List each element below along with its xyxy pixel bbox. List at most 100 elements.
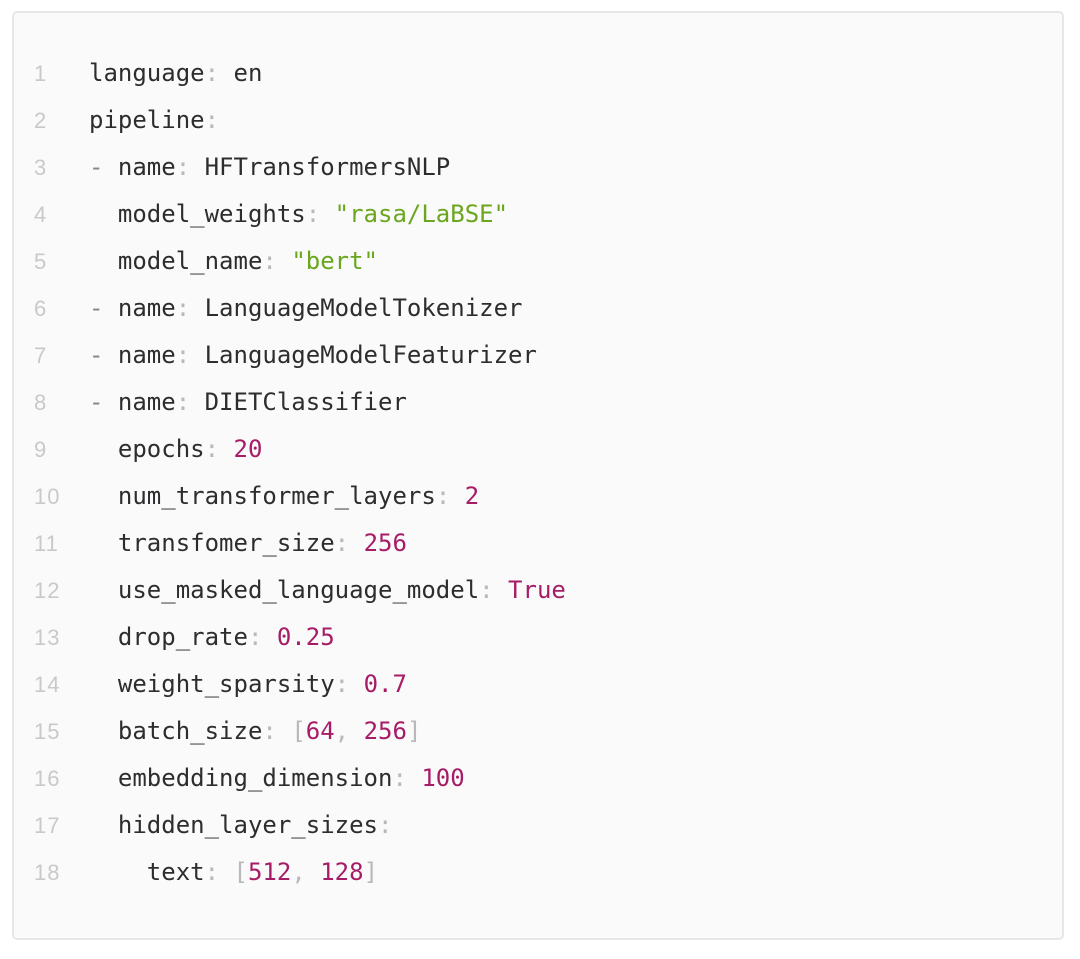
code-line: 14 weight_sparsity: 0.7 bbox=[34, 661, 1042, 708]
code-token-num: 0.25 bbox=[276, 623, 335, 651]
code-token-punct: : bbox=[262, 247, 277, 275]
code-token-plain bbox=[89, 670, 118, 698]
code-token-plain bbox=[89, 576, 118, 604]
code-token-plain bbox=[277, 247, 291, 275]
line-number: 11 bbox=[34, 531, 59, 556]
code-line-content: - name: LanguageModelTokenizer bbox=[89, 285, 1042, 332]
code-token-punct: ] bbox=[363, 858, 379, 886]
code-line-content: batch_size: [64, 256] bbox=[89, 708, 1042, 755]
code-token-plain bbox=[262, 623, 276, 651]
code-token-key: name bbox=[117, 341, 176, 369]
code-token-plain bbox=[349, 529, 363, 557]
code-line-content: use_masked_language_model: True bbox=[89, 567, 1042, 614]
code-token-plain bbox=[89, 247, 118, 275]
code-token-plain bbox=[89, 529, 118, 557]
code-line: 6 - name: LanguageModelTokenizer bbox=[34, 285, 1042, 332]
code-token-dash: - bbox=[89, 153, 118, 181]
code-line: 9 epochs: 20 bbox=[34, 426, 1042, 473]
code-token-key: num_transformer_layers bbox=[117, 482, 436, 510]
line-number: 17 bbox=[34, 813, 61, 838]
code-token-key: model_weights bbox=[117, 200, 306, 228]
code-line-content: - name: DIETClassifier bbox=[89, 379, 1042, 426]
code-token-num: 20 bbox=[233, 435, 263, 463]
code-token-punct: : bbox=[175, 153, 191, 181]
code-token-dash: - bbox=[89, 294, 118, 322]
code-line: 3- name: HFTransformersNLP bbox=[34, 144, 1042, 191]
code-token-punct: : bbox=[262, 717, 277, 745]
code-token-plain bbox=[306, 858, 320, 886]
code-line: 7 - name: LanguageModelFeaturizer bbox=[34, 332, 1042, 379]
code-token-punct: ] bbox=[406, 717, 422, 745]
code-token-key: epochs bbox=[117, 435, 205, 463]
code-token-key: text bbox=[146, 858, 205, 886]
code-token-punct: [ bbox=[233, 858, 248, 886]
code-token-plain bbox=[277, 717, 291, 745]
code-line-content: model_name: "bert" bbox=[89, 238, 1042, 285]
code-line-content: - name: LanguageModelFeaturizer bbox=[89, 332, 1042, 379]
line-number: 4 bbox=[34, 202, 48, 227]
line-number: 6 bbox=[34, 296, 48, 321]
code-token-plain bbox=[219, 435, 233, 463]
code-token-plain: en bbox=[219, 59, 263, 87]
line-number: 14 bbox=[34, 672, 61, 697]
code-token-key: name bbox=[117, 294, 176, 322]
code-token-num: 256 bbox=[363, 529, 407, 557]
code-token-plain: LanguageModelFeaturizer bbox=[190, 341, 537, 369]
code-token-key: transfomer_size bbox=[117, 529, 335, 557]
line-number: 18 bbox=[34, 860, 61, 885]
code-token-key: batch_size bbox=[117, 717, 263, 745]
line-number: 7 bbox=[34, 343, 48, 368]
code-token-plain: LanguageModelTokenizer bbox=[190, 294, 523, 322]
code-token-key: use_masked_language_model bbox=[117, 576, 480, 604]
code-token-plain bbox=[89, 858, 147, 886]
code-token-key: hidden_layer_sizes bbox=[117, 811, 378, 839]
code-token-dash: - bbox=[89, 341, 118, 369]
code-line: 16 embedding_dimension: 100 bbox=[34, 755, 1042, 802]
code-token-punct: : bbox=[305, 200, 321, 228]
code-line-content: embedding_dimension: 100 bbox=[89, 755, 1042, 802]
code-line-content: language: en bbox=[89, 50, 1042, 97]
code-token-plain bbox=[320, 200, 334, 228]
code-token-key: language bbox=[89, 59, 205, 87]
code-line: 11 transfomer_size: 256 bbox=[34, 520, 1042, 567]
code-token-punct: : bbox=[435, 482, 451, 510]
code-line-content: transfomer_size: 256 bbox=[89, 520, 1042, 567]
code-line: 17 hidden_layer_sizes: bbox=[34, 802, 1042, 849]
line-number: 10 bbox=[34, 484, 61, 509]
code-token-punct: : bbox=[175, 388, 191, 416]
code-token-num: 256 bbox=[363, 717, 407, 745]
code-token-num: 128 bbox=[320, 858, 364, 886]
line-number: 2 bbox=[34, 108, 48, 133]
line-number: 15 bbox=[34, 719, 61, 744]
code-line: 4 model_weights: "rasa/LaBSE" bbox=[34, 191, 1042, 238]
code-token-plain bbox=[89, 482, 118, 510]
line-number: 8 bbox=[34, 390, 48, 415]
code-token-dash: - bbox=[89, 388, 118, 416]
code-line: 8 - name: DIETClassifier bbox=[34, 379, 1042, 426]
code-token-key: pipeline bbox=[89, 106, 205, 134]
code-token-plain bbox=[89, 623, 118, 651]
code-token-str: "bert" bbox=[291, 247, 379, 275]
code-token-plain bbox=[494, 576, 508, 604]
code-token-plain: HFTransformersNLP bbox=[190, 153, 451, 181]
code-token-plain bbox=[407, 764, 421, 792]
code-token-key: drop_rate bbox=[117, 623, 248, 651]
code-token-num: 100 bbox=[421, 764, 465, 792]
code-token-punct: : bbox=[204, 858, 220, 886]
code-token-punct: : bbox=[378, 811, 393, 839]
code-token-bool: True bbox=[508, 576, 566, 604]
code-token-plain bbox=[89, 435, 118, 463]
code-line-content: pipeline: bbox=[89, 97, 1042, 144]
code-line-content: drop_rate: 0.25 bbox=[89, 614, 1042, 661]
code-token-num: 2 bbox=[464, 482, 480, 510]
code-token-plain bbox=[349, 670, 363, 698]
code-line-content: weight_sparsity: 0.7 bbox=[89, 661, 1042, 708]
code-token-str: "rasa/LaBSE" bbox=[334, 200, 509, 228]
code-token-num: 64 bbox=[305, 717, 335, 745]
line-number: 13 bbox=[34, 625, 61, 650]
code-line-content: text: [512, 128] bbox=[89, 849, 1042, 896]
code-token-key: name bbox=[117, 153, 176, 181]
